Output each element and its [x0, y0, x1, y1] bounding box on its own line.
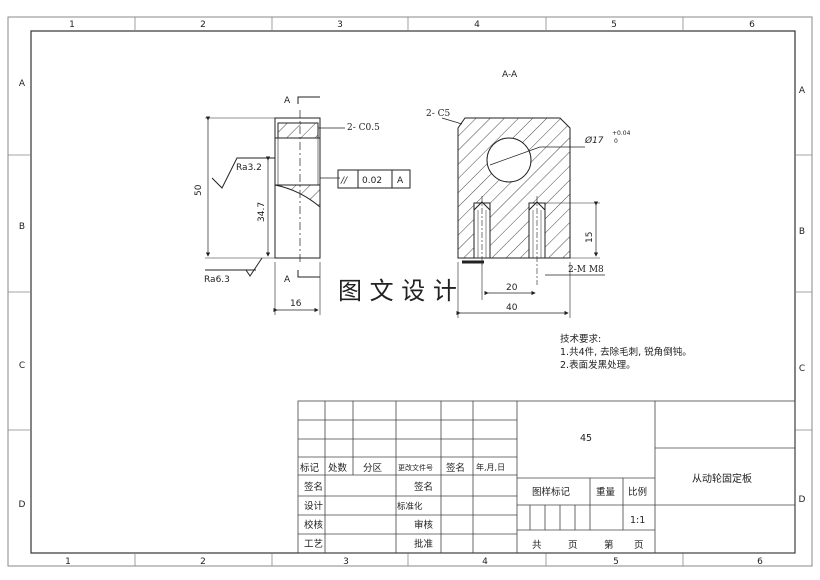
mid-sign: 签名 [414, 481, 433, 493]
scale-value: 1:1 [630, 515, 645, 526]
watermark: 图 文 设 计 [338, 277, 457, 305]
zone-col-5-top: 5 [611, 20, 617, 30]
section-view [441, 117, 605, 318]
weight-label: 重量 [596, 486, 616, 498]
zone-col-1-bottom: 1 [65, 557, 71, 567]
mid-approve: 批准 [414, 538, 434, 550]
zone-row-b-right: B [799, 227, 805, 237]
left-check: 校核 [304, 519, 324, 531]
zone-ticks [8, 17, 812, 566]
header-mark: 标记 [300, 462, 320, 474]
zone-col-2-bottom: 2 [200, 557, 206, 567]
part-name: 从动轮固定板 [692, 472, 752, 485]
notes-title: 技术要求: [560, 333, 601, 345]
header-count: 处数 [328, 462, 348, 474]
side-roughness-bottom: Ra6.3 [204, 275, 230, 285]
zone-col-4-bottom: 4 [482, 557, 488, 567]
header-zone: 分区 [363, 463, 383, 474]
bore-diameter: Ø17 [584, 135, 604, 146]
zone-col-1-top: 1 [69, 20, 75, 30]
side-view [205, 96, 411, 315]
left-process: 工艺 [304, 539, 323, 550]
mid-review: 审核 [414, 519, 434, 531]
zone-col-6-top: 6 [749, 20, 755, 30]
material-value: 45 [580, 433, 592, 444]
thread-label: 2-M M8 [568, 265, 604, 275]
dim-hole-depth: 15 [585, 232, 595, 243]
side-roughness-top: Ra3.2 [236, 163, 262, 173]
zone-row-d-right: D [799, 495, 806, 505]
zone-row-a-right: A [799, 86, 806, 96]
zone-col-6-bottom: 6 [757, 557, 763, 567]
tolerance-symbol: // [340, 176, 348, 186]
header-doc: 更改文件号 [398, 463, 433, 472]
mid-standard: 标准化 [397, 501, 423, 512]
side-dim-height: 50 [194, 184, 204, 196]
zone-row-c-left: C [19, 361, 25, 371]
section-chamfer-label: 2- C5 [426, 109, 451, 119]
zone-col-3-bottom: 3 [343, 557, 349, 567]
notes-line-1: 1.共4件, 去除毛刺, 锐角倒钝。 [560, 346, 692, 358]
zone-col-4-top: 4 [474, 20, 480, 30]
section-title: A-A [502, 70, 518, 80]
side-dim-width: 16 [290, 299, 302, 309]
side-dim-inner: 34.7 [257, 202, 267, 222]
side-section-mark-top: A [284, 96, 291, 106]
side-chamfer-label: 2- C0.5 [347, 123, 380, 133]
notes-line-2: 2.表面发黑处理。 [560, 359, 636, 371]
sheets-total: 共 [532, 540, 542, 551]
sheets-unit-2: 页 [634, 540, 644, 551]
header-date: 年,月,日 [476, 462, 505, 472]
zone-col-3-top: 3 [337, 20, 343, 30]
left-design: 设计 [304, 500, 324, 512]
sheet-no: 第 [604, 539, 614, 551]
bore-tol-lower: 0 [614, 138, 618, 145]
zone-row-b-left: B [19, 222, 25, 232]
side-section-mark-bottom: A [284, 275, 291, 285]
sheets-unit-1: 页 [568, 540, 578, 551]
scale-label: 比例 [628, 486, 647, 498]
zone-row-c-right: C [799, 364, 805, 374]
title-block [297, 400, 796, 554]
tolerance-value: 0.02 [362, 176, 382, 186]
mark-label: 图样标记 [532, 486, 571, 498]
zone-col-2-top: 2 [200, 20, 206, 30]
zone-row-a-left: A [19, 79, 26, 89]
dim-spacing: 20 [506, 283, 518, 293]
zone-row-d-left: D [19, 500, 26, 510]
zone-col-5-bottom: 5 [613, 557, 619, 567]
outer-frame [7, 16, 813, 567]
tolerance-datum: A [397, 176, 404, 186]
bore-tol-upper: +0.04 [612, 130, 631, 137]
header-sign: 签名 [446, 462, 465, 474]
dim-width-40: 40 [506, 303, 518, 313]
left-sign: 签名 [304, 481, 323, 493]
